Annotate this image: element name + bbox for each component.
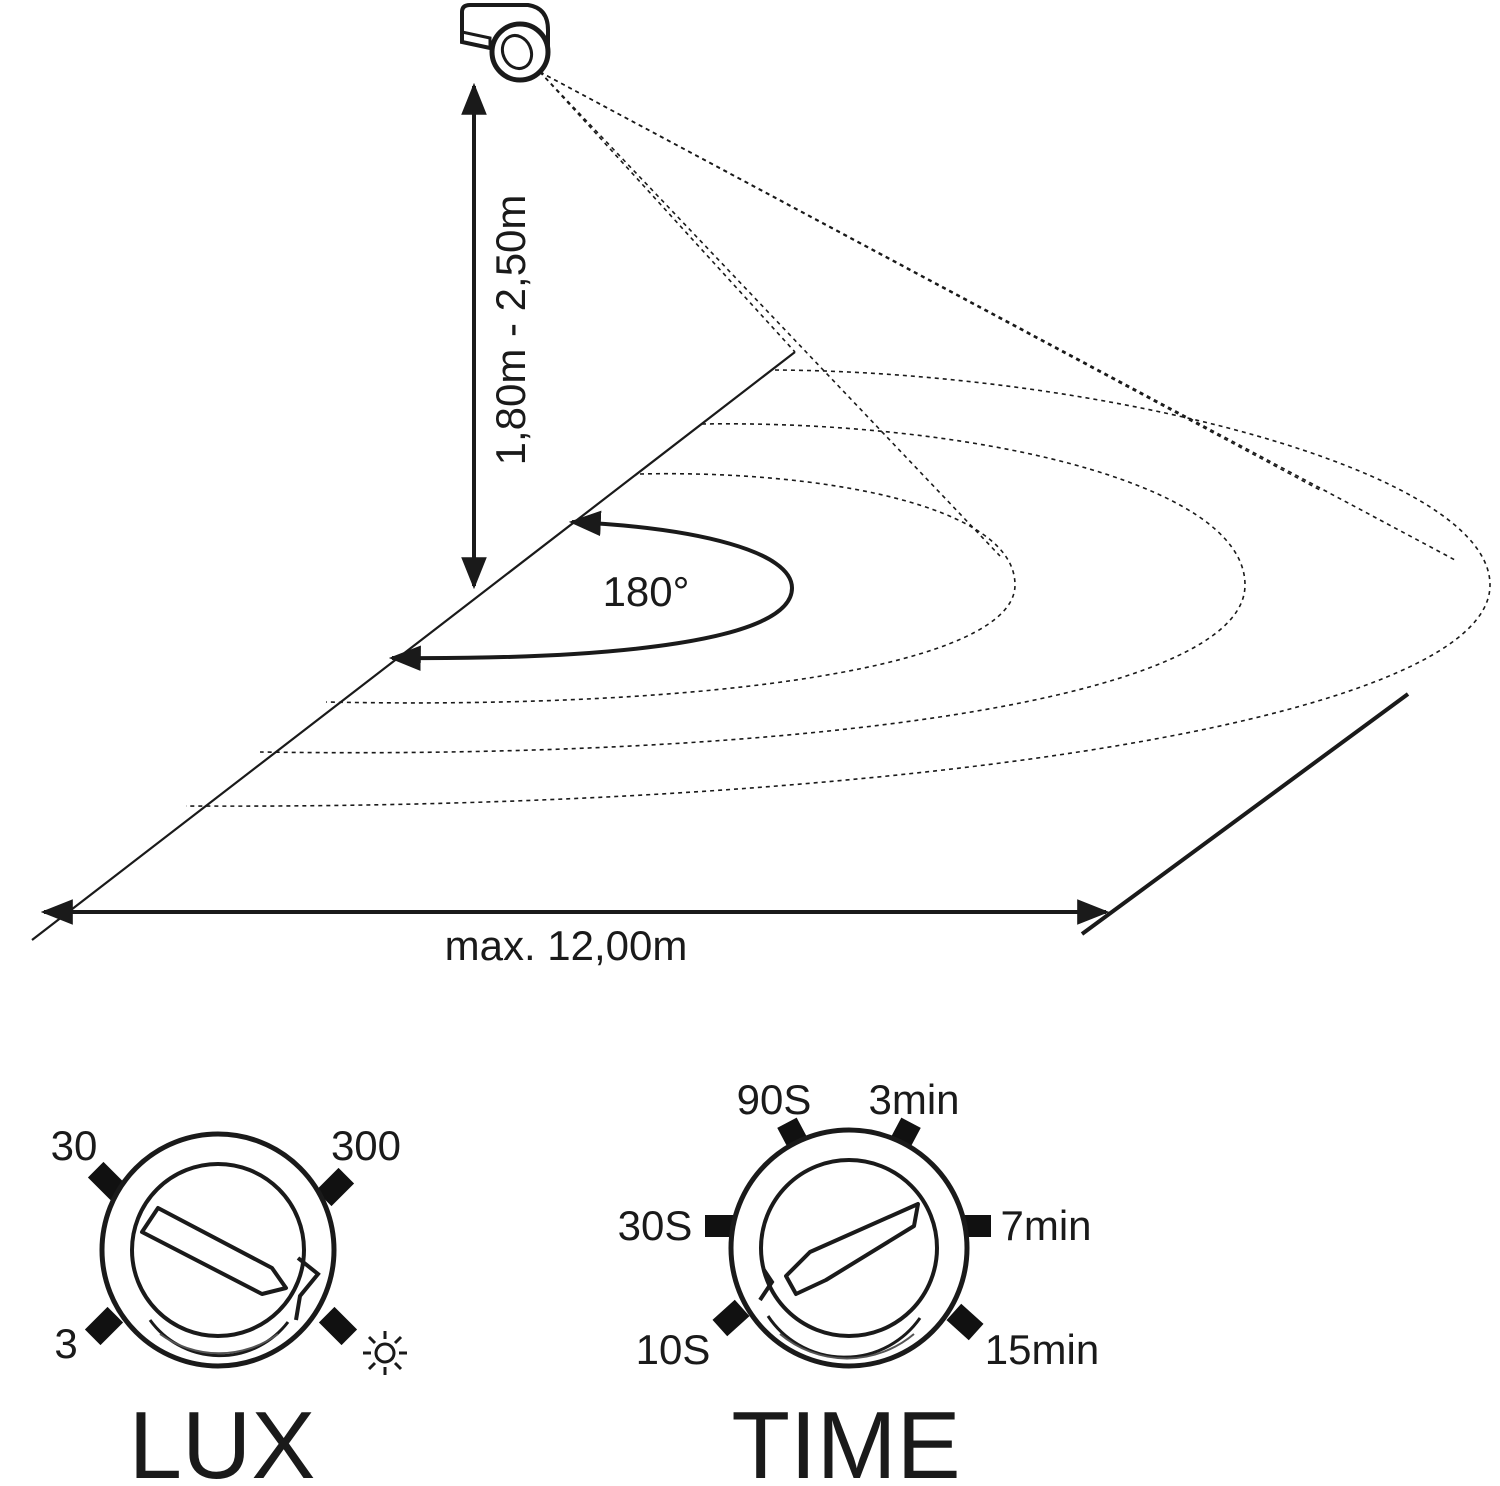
lux-dial-title: LUX	[129, 1392, 316, 1486]
angle-label: 180°	[603, 568, 690, 615]
time-mark-10s: 10S	[636, 1326, 711, 1373]
time-mark-15min: 15min	[985, 1326, 1099, 1373]
detection-beams	[539, 71, 1456, 561]
height-dimension: 1,80m - 2,50m	[461, 82, 534, 590]
time-mark-3min: 3min	[868, 1076, 959, 1123]
ground-plane-edges	[31, 351, 1410, 941]
time-mark-7min: 7min	[1000, 1202, 1091, 1249]
range-label: max. 12,00m	[445, 922, 688, 969]
time-dial[interactable]: 90S 3min 30S 7min 10S 15min TIME	[618, 1076, 1100, 1486]
motion-sensor-icon	[460, 2, 551, 83]
time-mark-90s: 90S	[737, 1076, 812, 1123]
sun-icon	[363, 1331, 407, 1375]
lux-mark-30: 30	[51, 1122, 98, 1169]
detection-zone-arcs	[185, 369, 1491, 807]
angle-indicator: 180°	[388, 510, 795, 672]
time-mark-30s: 30S	[618, 1202, 693, 1249]
lux-mark-300: 300	[331, 1122, 401, 1169]
time-dial-title: TIME	[731, 1392, 960, 1486]
lux-dial[interactable]: 30 300 3 LUX	[51, 1122, 407, 1486]
lux-mark-3: 3	[54, 1320, 77, 1367]
height-label: 1,80m - 2,50m	[487, 195, 534, 466]
range-dimension: max. 12,00m	[40, 899, 1110, 969]
